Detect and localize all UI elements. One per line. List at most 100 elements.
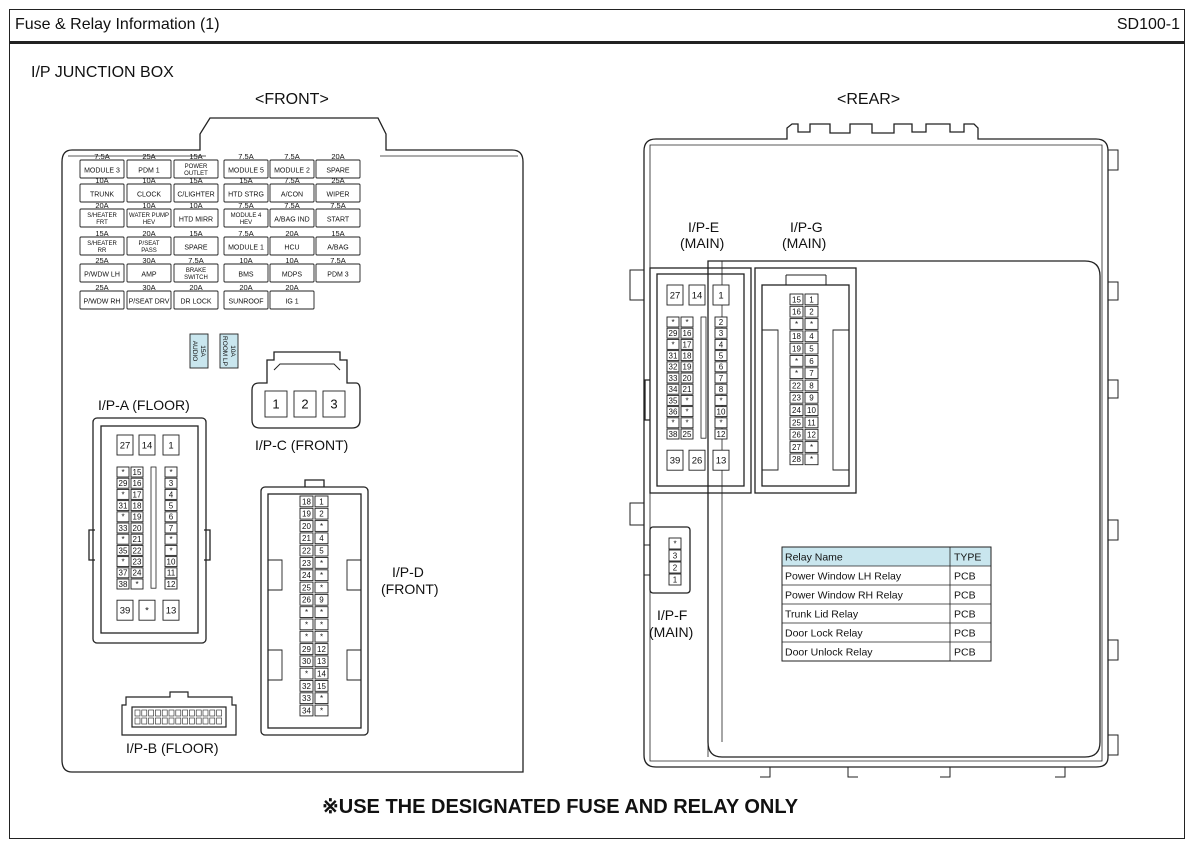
footer-note: ※USE THE DESIGNATED FUSE AND RELAY ONLY — [322, 796, 799, 818]
ipf-pin-box — [668, 549, 682, 562]
relay-header-type: TYPE — [954, 552, 981, 564]
ipd-pin: * — [305, 669, 308, 678]
ipe-pin-box — [666, 406, 680, 418]
ipa-pin-box — [162, 599, 180, 621]
ipe-pin: 36 — [669, 407, 678, 416]
ipb-pin — [182, 709, 188, 717]
ipe-pin-box — [714, 327, 728, 339]
fuse-slot — [126, 290, 172, 310]
ipg-pin-box — [804, 416, 819, 429]
ipa-pin: 29 — [119, 479, 128, 488]
ipe-pin: 18 — [683, 351, 692, 360]
ipg-pin-box — [804, 453, 819, 466]
mini-fuse — [219, 333, 239, 369]
ipe-pin-box — [714, 316, 728, 328]
ipg-pin: * — [795, 320, 798, 329]
ipa-pin-box — [116, 466, 130, 478]
ipb-pin — [168, 717, 175, 725]
ipe-pin-box — [680, 338, 694, 350]
ipe-pin-box — [666, 338, 680, 350]
relay-name: Power Window LH Relay — [785, 571, 902, 583]
ipa-pin-box — [116, 500, 130, 512]
ipd-pin-box — [314, 532, 329, 545]
ipe-pin-box — [714, 372, 728, 384]
fuse-rating: 7.5A — [330, 201, 345, 210]
fuse-name: WATER PUMP — [129, 213, 169, 219]
ipd-pin-box — [314, 680, 329, 692]
ipd-pin-box — [314, 618, 329, 631]
ipd-pin: * — [320, 633, 323, 642]
fuse-slot — [173, 159, 219, 179]
ipd-pin: 1 — [319, 497, 324, 506]
fuse-slot — [126, 208, 172, 228]
ipd-pin-box — [314, 692, 329, 705]
ipd-pin-box — [299, 667, 314, 680]
fuse-name: POWER — [185, 164, 208, 170]
ipd-pin-box — [299, 557, 314, 569]
ipa-pin: 12 — [167, 580, 176, 589]
ipa-pin: 7 — [169, 524, 174, 533]
connector-ipf — [643, 526, 691, 594]
ipb-pin — [209, 709, 216, 717]
fuse-slot — [126, 183, 172, 203]
ipg-pin: * — [810, 320, 813, 329]
ipb-label: I/P-B (FLOOR) — [126, 740, 219, 756]
ipd-pin-box — [299, 704, 314, 717]
fuse-slot — [315, 263, 361, 283]
fuse-slot — [269, 159, 315, 179]
ipe-pin-box — [680, 350, 694, 362]
fuse-slot — [79, 290, 125, 310]
ipe-pin: 8 — [719, 385, 724, 394]
ipa-key-slot — [150, 466, 157, 589]
ipd-pin: 13 — [317, 657, 326, 666]
ipb-pin — [134, 717, 141, 725]
ipa-pin: * — [121, 513, 124, 522]
ipd-pin: 2 — [319, 510, 324, 519]
ipd-label: I/P-D — [392, 564, 424, 580]
ipg-pin: * — [810, 443, 813, 452]
ipa-pin-box — [164, 533, 178, 545]
ipg-pin-box — [789, 367, 804, 380]
ipb-pin — [182, 717, 188, 725]
ipe-pin: 39 — [670, 456, 681, 467]
fuse-slot — [269, 236, 315, 256]
ipd-pin: * — [305, 620, 308, 629]
fuse-rating: 7.5A — [330, 256, 345, 265]
ipe-pin-box — [680, 417, 694, 429]
ipg-pin: 25 — [792, 418, 801, 427]
ipd-pin: 25 — [302, 583, 311, 592]
relay-name: Door Lock Relay — [785, 628, 863, 640]
relay-name: Door Unlock Relay — [785, 647, 873, 659]
ipd-pin-box — [299, 569, 314, 582]
ipg-pin: 5 — [809, 344, 814, 353]
ipa-pin-box — [164, 522, 178, 534]
ipa-pin-box — [164, 500, 178, 512]
ipg-sublabel: (MAIN) — [782, 235, 826, 251]
fuse-slot — [223, 290, 269, 310]
ipd-pin: 9 — [319, 596, 324, 605]
ipg-pin: 12 — [807, 431, 816, 440]
fuse-rating: 7.5A — [284, 176, 299, 185]
ipb-pin — [155, 717, 161, 725]
ipe-pin: * — [719, 396, 722, 405]
connector-ipa — [88, 417, 211, 644]
ipb-pin — [202, 709, 209, 717]
fuse-slot — [315, 183, 361, 203]
ipg-pin-box — [789, 428, 804, 441]
fuse-rating: 20A — [239, 283, 252, 292]
fuse-slot — [223, 263, 269, 283]
ipa-pin: 1 — [168, 440, 173, 451]
connector-ipg — [754, 267, 857, 494]
ipa-pin-box — [130, 544, 144, 556]
ipg-pin: 19 — [792, 344, 801, 353]
fuse-name: MDPS — [282, 272, 303, 279]
ipd-pin-box — [299, 544, 314, 557]
fuse-name: C/LIGHTER — [177, 192, 214, 199]
fuse-rating: 20A — [142, 229, 155, 238]
ipd-pin-box — [314, 520, 329, 532]
ipg-pin-box — [789, 355, 804, 367]
